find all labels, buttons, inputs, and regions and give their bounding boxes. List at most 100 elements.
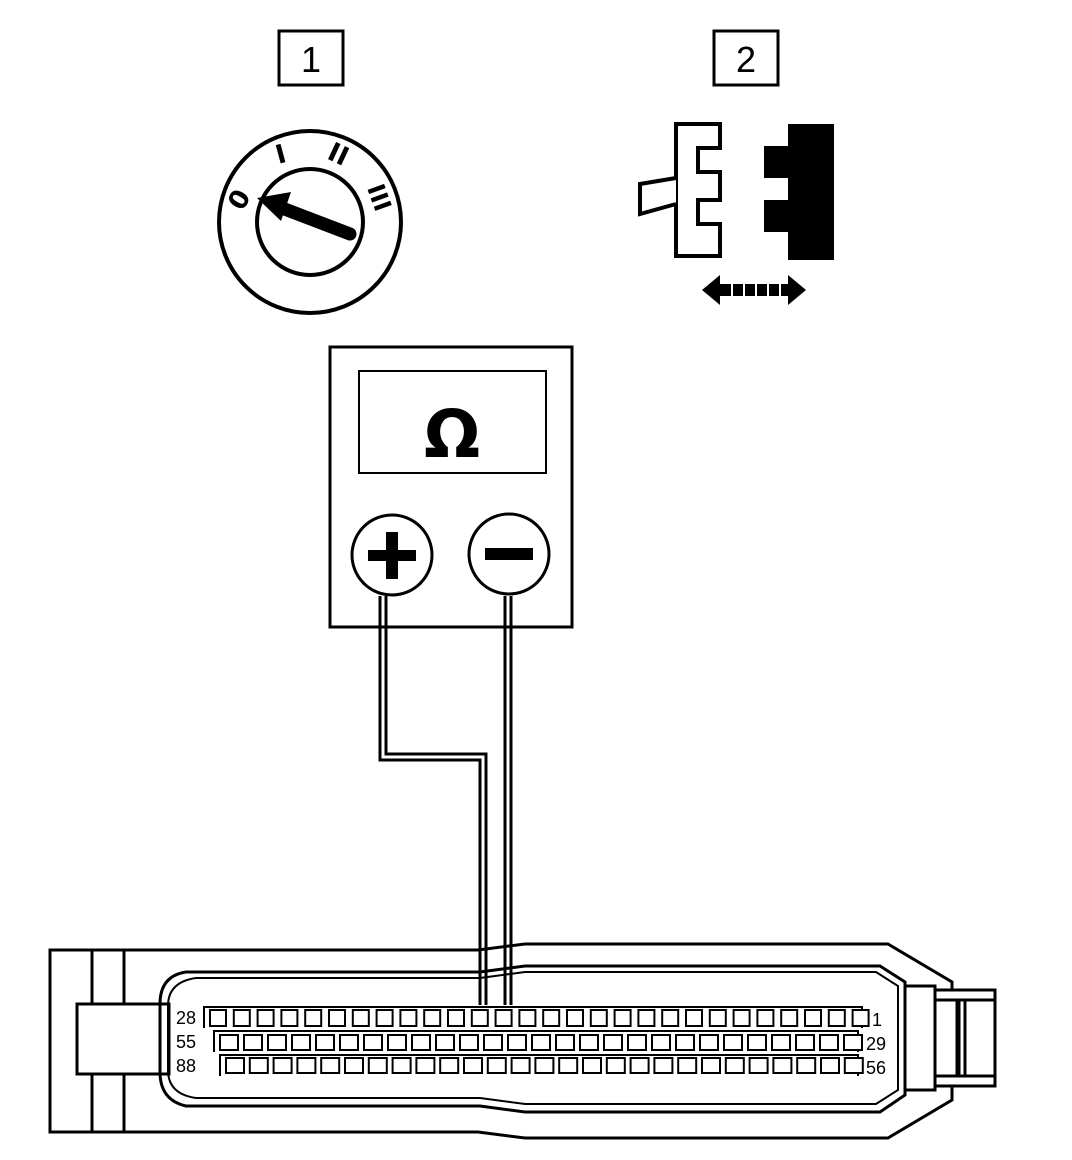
connector-pin	[772, 1057, 793, 1074]
pin-label-1: 1	[872, 1010, 882, 1030]
connector-disconnect-icon	[638, 122, 834, 305]
connector-pin	[795, 1034, 815, 1051]
connector-pin	[771, 1034, 791, 1051]
connector-pin	[756, 1009, 775, 1027]
pin-label-55: 55	[176, 1032, 196, 1052]
connector-pin	[843, 1034, 863, 1051]
connector-pin	[494, 1009, 513, 1027]
connector-pin	[582, 1057, 602, 1074]
connector-pin	[677, 1057, 698, 1074]
ohmmeter: Ω	[328, 345, 574, 629]
ecu-connector	[48, 942, 997, 1140]
connector-pin	[344, 1057, 364, 1074]
step-2-label: 2	[736, 39, 756, 80]
connector-pin	[796, 1057, 817, 1074]
connector-pin	[732, 1009, 751, 1027]
key-arrow-icon	[257, 192, 357, 241]
pin-label-88: 88	[176, 1056, 196, 1076]
pin-rows	[203, 1006, 870, 1076]
connector-pin	[629, 1057, 650, 1074]
connector-pin	[534, 1057, 555, 1074]
connector-pin	[399, 1009, 418, 1027]
connector-pin	[415, 1057, 436, 1074]
positive-lead-inner	[384, 596, 488, 1005]
positive-terminal	[350, 513, 434, 597]
connector-pin	[439, 1057, 460, 1074]
connector-pin	[685, 1009, 703, 1027]
connector-pin	[363, 1034, 383, 1051]
connector-pin	[747, 1034, 767, 1051]
connector-pin	[820, 1057, 840, 1074]
connector-pin	[470, 1009, 489, 1027]
connector-pin	[675, 1034, 695, 1051]
connector-pin	[483, 1034, 503, 1051]
ignition-key-switch-icon: 0 I II III	[217, 129, 403, 315]
connector-pin	[267, 1034, 287, 1051]
connector-pin	[518, 1009, 537, 1027]
connector-pin	[510, 1057, 531, 1074]
connector-pin	[651, 1034, 671, 1051]
connector-pin	[724, 1057, 745, 1074]
connector-pin	[272, 1057, 293, 1074]
step-1-label: 1	[301, 39, 321, 80]
connector-pin	[613, 1009, 632, 1027]
connector-pin	[851, 1009, 870, 1027]
step-2-label-box: 2	[712, 29, 780, 87]
connector-pin	[708, 1009, 727, 1027]
ohmmeter-display	[358, 370, 547, 474]
connector-pin	[411, 1034, 431, 1051]
connector-pin	[225, 1057, 245, 1074]
connector-pin	[579, 1034, 599, 1051]
connector-pin	[780, 1009, 799, 1027]
connector-pin	[627, 1034, 647, 1051]
negative-terminal	[467, 512, 551, 596]
connector-pin	[507, 1034, 527, 1051]
double-arrow-icon	[702, 275, 806, 305]
connector-pin	[320, 1057, 341, 1074]
connector-pin	[248, 1057, 269, 1074]
connector-pin	[603, 1034, 623, 1051]
pin-label-29: 29	[866, 1034, 886, 1054]
connector-pin	[351, 1009, 370, 1027]
connector-pin	[232, 1009, 251, 1027]
connector-pin	[328, 1009, 346, 1027]
connector-pin	[280, 1009, 299, 1027]
connector-pin	[387, 1034, 407, 1051]
connector-pin	[531, 1034, 551, 1051]
connector-pin	[605, 1057, 626, 1074]
connector-pin	[542, 1009, 561, 1027]
connector-pin	[748, 1057, 769, 1074]
test-leads	[378, 596, 513, 1005]
pin-label-56: 56	[866, 1058, 886, 1078]
connector-pin	[701, 1057, 721, 1074]
connector-pin	[653, 1057, 674, 1074]
connector-pin	[661, 1009, 680, 1027]
connector-pin	[699, 1034, 719, 1051]
connector-pin	[804, 1009, 822, 1027]
connector-pin	[339, 1034, 359, 1051]
pin-label-28: 28	[176, 1008, 196, 1028]
connector-pin	[423, 1009, 442, 1027]
connector-pin	[367, 1057, 388, 1074]
connector-pin	[291, 1034, 311, 1051]
step-1-label-box: 1	[277, 29, 345, 87]
ohm-symbol: Ω	[424, 396, 480, 473]
connector-pin	[315, 1034, 335, 1051]
connector-pin	[723, 1034, 743, 1051]
connector-pin	[296, 1057, 317, 1074]
connector-pin	[459, 1034, 479, 1051]
connector-pin	[486, 1057, 507, 1074]
connector-pin	[589, 1009, 608, 1027]
connector-pin	[435, 1034, 455, 1051]
connector-pin	[637, 1009, 656, 1027]
connector-pin	[843, 1057, 864, 1074]
connector-pin	[819, 1034, 839, 1051]
connector-pin	[219, 1034, 239, 1051]
connector-pin	[391, 1057, 412, 1074]
connector-pin	[558, 1057, 579, 1074]
positive-lead	[378, 596, 482, 1005]
connector-pin	[243, 1034, 263, 1051]
connector-pin	[447, 1009, 465, 1027]
connector-pin	[375, 1009, 394, 1027]
connector-pin	[555, 1034, 575, 1051]
